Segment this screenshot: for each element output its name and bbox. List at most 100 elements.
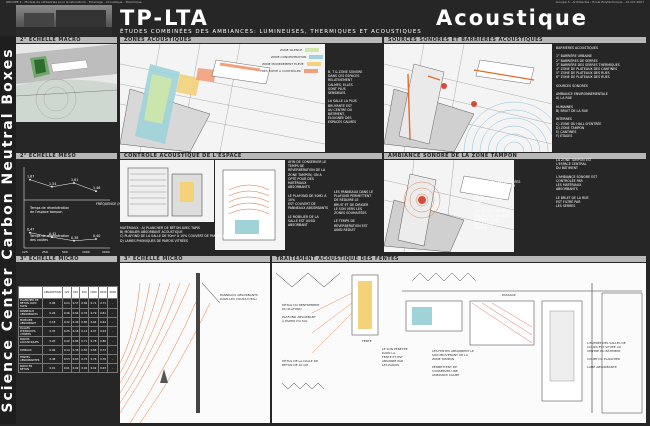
- top-info-right: Groupe 3 - Architectes - Ecole Polytechn…: [555, 0, 644, 4]
- value-label-top: 1,61: [71, 178, 78, 182]
- label-gap: FENTE: [362, 339, 372, 343]
- table-cell: 0.66: [70, 336, 81, 346]
- table-cell: 0.35: [41, 326, 63, 337]
- band-micro-scale: 3° ÉCHELLE MICRO: [120, 256, 270, 262]
- table-cell: 0.42: [61, 336, 72, 346]
- table-cell: 0.80: [97, 336, 109, 346]
- table-cell: 0.04: [97, 326, 109, 337]
- band-sound-sources: SOURCES SONORES ET BARRIÈRES ACOUSTIQUES: [384, 37, 646, 43]
- table-cell: PLANCHER DE BÉTON AVEC TAPIS: [18, 298, 43, 309]
- buffer-text-2: LA ZONE TAMPON EST L'ESPACE CENTRAL DU B…: [556, 158, 598, 209]
- micro-note-3: DÉTAIL DE LA DALLE DE BÉTON DE 10 CM: [282, 359, 318, 367]
- table-cell: 0.64: [70, 308, 81, 318]
- table-cell: 0.81: [97, 308, 109, 318]
- point-bottom: [51, 236, 53, 239]
- table-cell: 0.76: [88, 354, 99, 364]
- value-label-bottom: 0,40: [93, 234, 100, 238]
- table-cell: 0.02: [88, 363, 99, 373]
- meso-caption: MATÉRIAUX : A) PLANCHER DE BÉTON AVEC TA…: [120, 226, 251, 243]
- table-cell: 0.18: [70, 326, 81, 337]
- header-right-title: Acoustique: [436, 6, 589, 30]
- table-header-cell: 125: [61, 286, 72, 299]
- table-cell: 0.03: [97, 363, 109, 373]
- legend-swatch: [305, 48, 320, 52]
- table-cell: 0.32: [61, 317, 72, 327]
- gap-treatment-drawing: [275, 272, 643, 414]
- legend-zone-moderate: ZONE MODERÉMENT ÉLEVÉ: [262, 62, 321, 66]
- header-subtitle: ÉTUDES COMBINÉES DES AMBIANCES: LUMINEUS…: [120, 29, 422, 35]
- table-cell: -: [107, 354, 118, 364]
- point-bottom: [73, 239, 75, 242]
- x-tick-label: 250: [42, 250, 48, 254]
- table-cell: 0.72: [79, 354, 90, 364]
- table-header-cell: 4000: [107, 286, 118, 299]
- micro-note-2: DÉTAIL DU RENTREMENT DU PLAFOND PLAFOND …: [282, 303, 320, 323]
- table-header-cell: 1000: [88, 286, 99, 299]
- table-cell: 0.12: [79, 326, 90, 337]
- micro-drawing: PANNEAUX ABSORBANTS DANS LES COURS D'EAU: [120, 263, 270, 423]
- table-header-cell: 500: [79, 286, 90, 299]
- micro-drawing-svg: [120, 273, 221, 423]
- table-cell: RIDEAUX: [18, 345, 43, 355]
- table-cell: 0.38: [70, 345, 81, 355]
- top-info-line: GROUPE 2 - Modele de cathedrale pour le …: [0, 0, 650, 5]
- acoustic-zones-plan: ZONE SILENCE ZONE CONCENTRATION ZONE MOD…: [120, 44, 325, 152]
- legend-swatch: [309, 55, 324, 59]
- band-micro-scale-left: 3° ÉCHELLE MICRO: [16, 256, 117, 262]
- series-line-top: [29, 179, 97, 192]
- legend-zone-high: TRÈS ÉLEVÉ À CONTRÔLER: [260, 69, 318, 73]
- legend-zone-concentration: ZONE CONCENTRATION: [271, 55, 324, 59]
- table-cell: 0.02: [79, 363, 90, 373]
- header-title: TP-LTA: [120, 6, 209, 30]
- table-cell: 0.08: [41, 298, 63, 309]
- table-cell: 0.73: [97, 298, 109, 309]
- table-cell: 0.06: [41, 345, 63, 355]
- label-passage: PASSAGE: [502, 293, 516, 297]
- meso-plan: [120, 160, 214, 222]
- table-cell: 0.64: [88, 317, 99, 327]
- legend-label: TRÈS ÉLEVÉ À CONTRÔLER: [260, 69, 301, 73]
- table-cell: -: [107, 336, 118, 346]
- graph-x-label: FRÉQUENCE (Hz): [96, 202, 125, 206]
- legend-label: ZONE SILENCE: [280, 48, 303, 52]
- legend-label: ZONE MODERÉMENT ÉLEVÉ: [262, 62, 304, 66]
- point-top: [51, 185, 53, 188]
- table-cell: -: [107, 345, 118, 355]
- band-gap-treatment: TRAITEMENT ACOUSTIQUE DES FENTES: [272, 256, 646, 262]
- legend-swatch: [306, 62, 321, 66]
- table-cell: 0.46: [61, 308, 72, 318]
- table-cell: DALLES PHONIQUES VITRÉES: [18, 326, 43, 337]
- table-cell: 0.63: [70, 354, 81, 364]
- meso-section-drawing: [222, 169, 276, 241]
- band-acoustic-zones: ZONES ACOUSTIQUES: [120, 37, 382, 43]
- x-tick-label: 125: [22, 250, 28, 254]
- table-header-cell: 250: [70, 286, 81, 299]
- x-tick-label: 2000: [102, 250, 110, 254]
- value-label-top: 1,46: [93, 186, 100, 190]
- band-buffer-zone: AMBIANCE SONORE DE LA ZONE TAMPON: [384, 153, 646, 159]
- table-cell: 0.78: [97, 354, 109, 364]
- point-bottom: [95, 238, 97, 240]
- table-cell: 0.01: [61, 363, 72, 373]
- table-cell: 0.24: [61, 298, 72, 309]
- table-cell: FENTES ABSORBANTES: [18, 354, 43, 364]
- micro-note-4: LE SON PÉNÈTRE DANS LA FENTE ET EST ABSO…: [382, 347, 408, 367]
- sound-sources-drawing: [384, 44, 552, 152]
- table-cell: -: [107, 317, 118, 327]
- table-cell: 0.26: [41, 308, 63, 318]
- buffer-zone-plan: [384, 160, 514, 252]
- sound-sources-plan: [384, 44, 552, 152]
- table-cell: 0.71: [88, 298, 99, 309]
- point-top: [73, 182, 75, 184]
- micro-note-1: PANNEAUX ABSORBANTS DANS LES COURS D'EAU: [220, 293, 258, 301]
- site-plan: [16, 44, 117, 122]
- value-label-bottom: 0,47: [27, 228, 34, 232]
- building-photo: [16, 5, 112, 36]
